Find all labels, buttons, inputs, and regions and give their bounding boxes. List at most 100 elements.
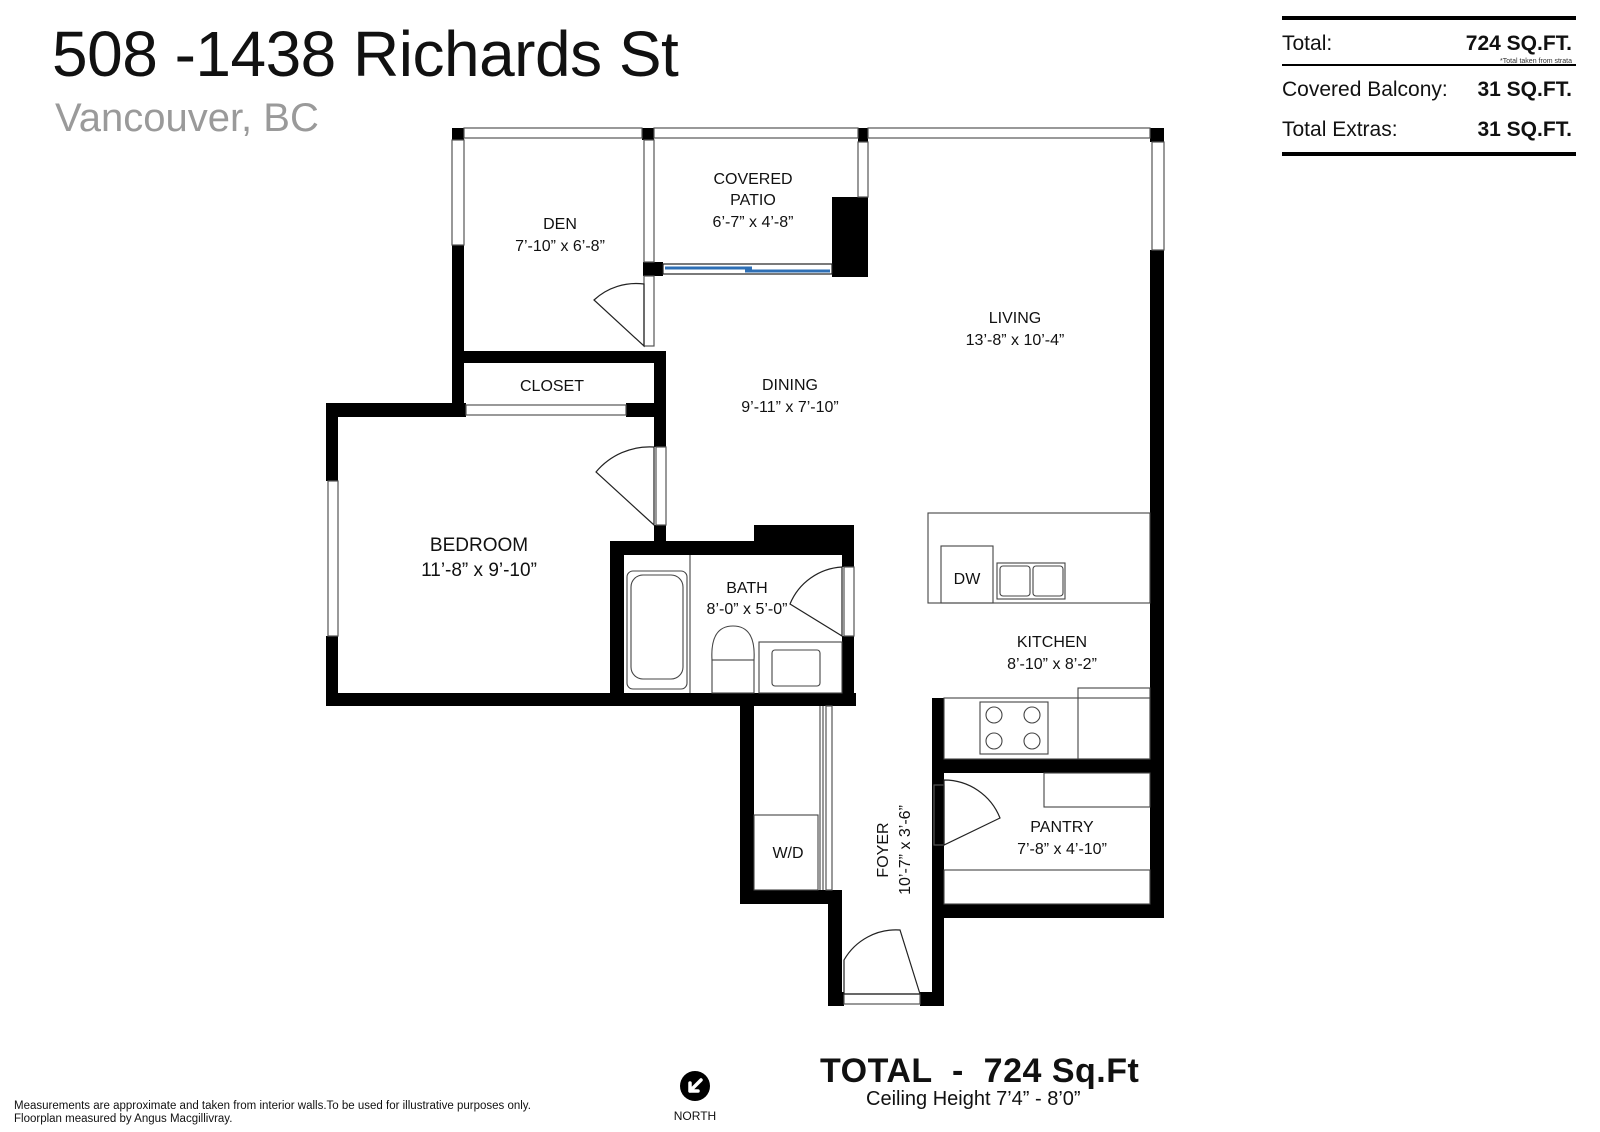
- door-foyer: [843, 929, 921, 995]
- window-north-patio: [653, 127, 859, 139]
- wall-bath-east-bottom: [842, 636, 854, 706]
- north-arrow-icon: [680, 1071, 710, 1101]
- kitchen-counter-upper: [927, 512, 1151, 604]
- north-label: NORTH: [673, 1109, 717, 1123]
- fridge: [1077, 687, 1151, 760]
- bath-size: 8’-0” x 5’-0”: [707, 601, 788, 618]
- wall-patio-pillar: [832, 197, 868, 277]
- closet-name: CLOSET: [520, 378, 584, 395]
- living-name: LIVING: [989, 310, 1041, 327]
- den-name: DEN: [543, 216, 577, 233]
- kitchen-sink-bowl: [999, 565, 1031, 597]
- property-address: 508 -1438 Richards St: [52, 18, 679, 90]
- wall-pantry-north: [932, 759, 1164, 773]
- bath-name: BATH: [726, 580, 767, 597]
- wall-bedroom-west-bottom: [326, 636, 338, 706]
- summary-row-balcony: Covered Balcony: 31 SQ.FT.: [1282, 66, 1576, 106]
- window-patio-east: [857, 141, 869, 198]
- burner: [1023, 706, 1041, 724]
- wall-foyer-south-right: [920, 992, 944, 1006]
- fixtures: [626, 512, 1151, 905]
- den-size: 7’-10” x 6’-8”: [515, 238, 605, 255]
- dishwasher-label: DW: [954, 571, 982, 588]
- foyer-name: FOYER: [875, 822, 892, 877]
- burner: [985, 732, 1003, 750]
- toilet-bowl: [711, 625, 755, 661]
- burner: [985, 706, 1003, 724]
- kitchen-counter-lower: [943, 697, 1151, 760]
- walls: [326, 128, 1164, 1006]
- pantry-shelf-low: [943, 869, 1151, 905]
- wall-dining-west: [654, 351, 666, 447]
- patio-sliding-door: [662, 263, 833, 275]
- window-foyer-door: [843, 993, 921, 1005]
- summary-rule: [1282, 64, 1576, 66]
- room-labels: DEN 7’-10” x 6’-8” COVERED PATIO 6’-7” x…: [421, 171, 1107, 895]
- window-north-den: [463, 127, 643, 139]
- wall-laundry-south: [740, 890, 842, 904]
- disclaimer-line: Measurements are approximate and taken f…: [14, 1100, 531, 1112]
- summary-balcony-label: Covered Balcony:: [1282, 78, 1448, 101]
- window-den-patio-divider: [643, 139, 655, 263]
- vanity: [758, 641, 843, 694]
- wall-bedroom-south: [326, 693, 856, 706]
- summary-row-total: Total: 724 SQ.FT. *Total taken from stra…: [1282, 20, 1576, 65]
- summary-rule: [1282, 152, 1576, 156]
- ceiling-height: Ceiling Height 7’4” - 8’0”: [866, 1088, 1081, 1110]
- washer-dryer: [753, 814, 819, 891]
- wall-north-den: [452, 128, 464, 140]
- door-swings: [593, 282, 1001, 995]
- wall-closet-north: [452, 351, 664, 363]
- toilet-tank: [711, 659, 755, 694]
- wall-pantry-south: [944, 904, 1164, 918]
- disclaimer-line: Floorplan measured by Angus Macgillivray…: [14, 1113, 233, 1125]
- burner: [1023, 732, 1041, 750]
- summary-row-extras: Total Extras: 31 SQ.FT.: [1282, 106, 1576, 146]
- window-closet-door: [465, 404, 627, 416]
- pantry-shelf: [1043, 772, 1151, 808]
- foyer-size: 10’-7” x 3’-6”: [897, 805, 914, 895]
- summary-total-note: *Total taken from strata: [1500, 58, 1572, 65]
- wall-dining-west-low: [654, 525, 666, 541]
- kitchen-size: 8’-10” x 8’-2”: [1007, 656, 1097, 673]
- window-bedroom-west: [327, 480, 339, 637]
- pantry-name: PANTRY: [1030, 819, 1094, 836]
- wall-bath-east-top: [842, 525, 854, 567]
- window-east-living: [1151, 141, 1165, 251]
- summary-rule: [1282, 16, 1576, 20]
- summary-extras-value: 31 SQ.FT.: [1477, 118, 1572, 141]
- dining-name: DINING: [762, 377, 818, 394]
- bedroom-size: 11’-8” x 9’-10”: [421, 560, 537, 581]
- dining-size: 9’-11” x 7’-10”: [741, 399, 839, 416]
- wall-laundry-west: [740, 706, 754, 902]
- wall-patio-east: [858, 128, 868, 142]
- wall-east-corner: [1150, 128, 1164, 142]
- summary-total-label: Total:: [1282, 32, 1333, 55]
- summary-extras-label: Total Extras:: [1282, 118, 1398, 141]
- door-bath: [789, 566, 843, 638]
- wall-bath-chase: [754, 525, 854, 555]
- bedroom-name: BEDROOM: [430, 535, 528, 556]
- wall-bath-west: [610, 541, 624, 706]
- north-indicator: NORTH: [668, 1070, 722, 1123]
- vanity-sink: [771, 649, 821, 687]
- wall-east: [1150, 250, 1164, 918]
- windows: [327, 127, 1165, 1005]
- wall-patio-south-west: [643, 262, 663, 276]
- door-pantry: [943, 779, 1001, 846]
- window-bath-door: [843, 566, 855, 637]
- door-den: [593, 282, 645, 348]
- summary-total-value: 724 SQ.FT.: [1465, 32, 1572, 55]
- cooktop: [979, 701, 1049, 755]
- pantry-size: 7’-8” x 4’-10”: [1017, 841, 1107, 858]
- wall-foyer-east-mid: [932, 845, 944, 905]
- wall-foyer-east: [932, 904, 944, 1006]
- wall-bedroom-west-top: [326, 403, 338, 481]
- disclaimer: Measurements are approximate and taken f…: [14, 1100, 531, 1126]
- wall-foyer-west: [828, 890, 842, 1006]
- window-foyer-wall: [825, 705, 833, 891]
- patio-name-line2: PATIO: [730, 192, 776, 209]
- window-den-west: [451, 139, 465, 246]
- living-size: 13’-8” x 10’-4”: [966, 332, 1065, 349]
